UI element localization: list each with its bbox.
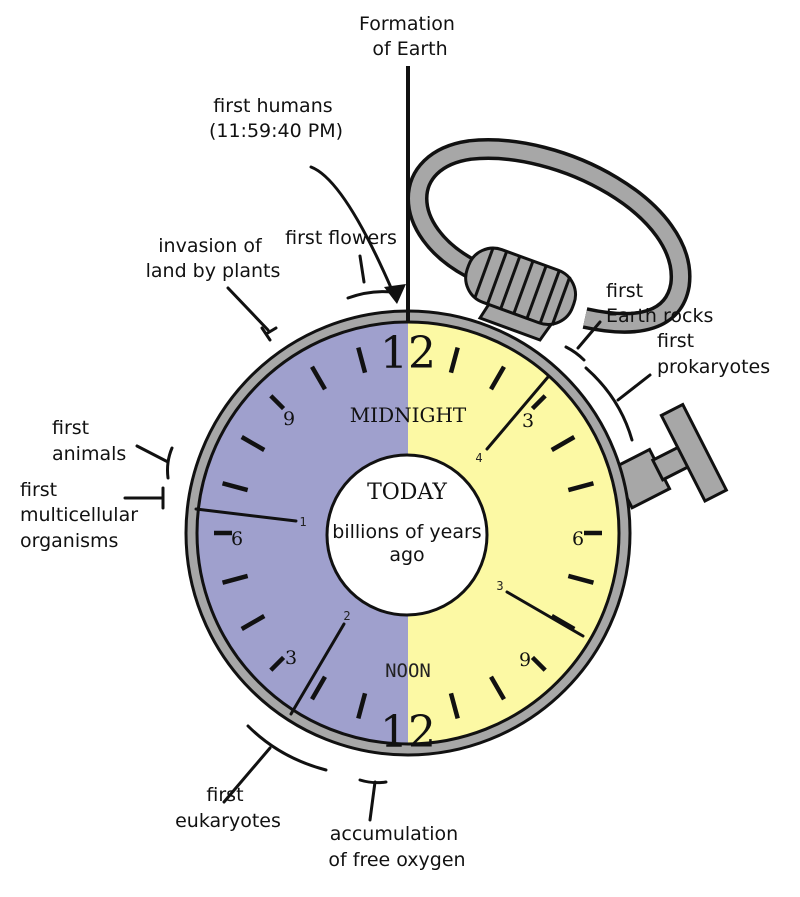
oxygen-label: accumulation of free oxygen [328, 823, 465, 871]
hour-tick [240, 614, 266, 631]
land-plants-label: invasion of land by plants [146, 235, 281, 282]
flowers-leader [358, 254, 366, 284]
hour-tick-major [269, 394, 286, 411]
dial-day-half [408, 322, 619, 744]
billion-year-lines [194, 375, 585, 716]
center-disc [325, 453, 489, 617]
center-subtitle-2: ago [389, 544, 424, 566]
billion-mark-4: 4 [475, 451, 482, 465]
first-humans-arrow [309, 165, 406, 304]
oxygen-bracket [358, 778, 388, 785]
numeral-right-9: 9 [519, 649, 531, 671]
rocks-leader [576, 320, 602, 350]
hour-tick [567, 481, 595, 493]
multicellular-label: first multicellular organisms [20, 479, 144, 552]
plants-bracket [260, 326, 278, 342]
numeral-right-6: 6 [572, 528, 584, 550]
hour-ticks [214, 346, 602, 720]
hour-tick-major [530, 394, 547, 411]
first-flowers-label: first flowers [285, 227, 397, 249]
first-animals-label: first animals [52, 417, 126, 465]
hour-tick [240, 435, 266, 452]
billion-line-3 [505, 590, 585, 638]
hour-tick [221, 573, 249, 585]
stopwatch-loop [406, 138, 692, 334]
first-humans-label: first humans (11:59:40 PM) [209, 95, 343, 142]
prokaryotes-bracket [584, 366, 634, 442]
billion-line-4 [485, 375, 550, 451]
prokaryotes-leader [616, 373, 652, 402]
hour-tick [221, 481, 249, 493]
oxygen-leader [368, 780, 377, 822]
hour-tick-major [530, 655, 547, 672]
numeral-12-top: 12 [380, 328, 436, 379]
hour-tick [356, 692, 368, 720]
formation-label: Formation of Earth [359, 13, 461, 60]
billion-line-2 [289, 622, 346, 716]
billion-line-1 [194, 507, 298, 523]
flowers-bracket [346, 290, 394, 300]
hour-tick [489, 675, 506, 701]
eukaryotes-label: first eukaryotes [175, 784, 281, 832]
animals-leader [135, 444, 170, 464]
numeral-left-6: 6 [231, 528, 243, 550]
rocks-bracket [564, 345, 586, 362]
billion-mark-3: 3 [496, 579, 503, 593]
billion-mark-2: 2 [343, 609, 350, 623]
hour-tick [310, 675, 327, 701]
center-subtitle-1: billions of years [332, 521, 481, 543]
first-rocks-label: first Earth rocks [606, 280, 713, 327]
prokaryotes-label: first prokaryotes [657, 330, 770, 378]
hour-tick [356, 346, 368, 374]
event-brackets [123, 254, 652, 822]
hour-tick [489, 365, 506, 391]
hour-tick-major [269, 655, 286, 672]
numeral-right-3: 3 [522, 410, 534, 432]
center-title: TODAY [367, 480, 447, 505]
hour-tick [448, 346, 460, 374]
eukaryotes-leader [222, 746, 272, 804]
dial-night-half [197, 322, 408, 744]
numeral-left-3: 3 [285, 647, 297, 669]
stopwatch-side-button [610, 402, 729, 510]
midnight-label: MIDNIGHT [350, 403, 467, 427]
numeral-12-bottom: 12 [380, 707, 436, 758]
plants-leader [226, 286, 270, 332]
hour-tick [550, 435, 576, 452]
hour-tick [310, 365, 327, 391]
noon-label: NOON [385, 660, 431, 682]
hour-tick [550, 614, 576, 631]
hour-tick [448, 692, 460, 720]
stopwatch-crown [464, 246, 577, 342]
eukaryotes-bracket [246, 724, 328, 772]
numeral-left-9: 9 [283, 408, 295, 430]
billion-mark-1: 1 [299, 515, 306, 529]
hour-tick [567, 573, 595, 585]
